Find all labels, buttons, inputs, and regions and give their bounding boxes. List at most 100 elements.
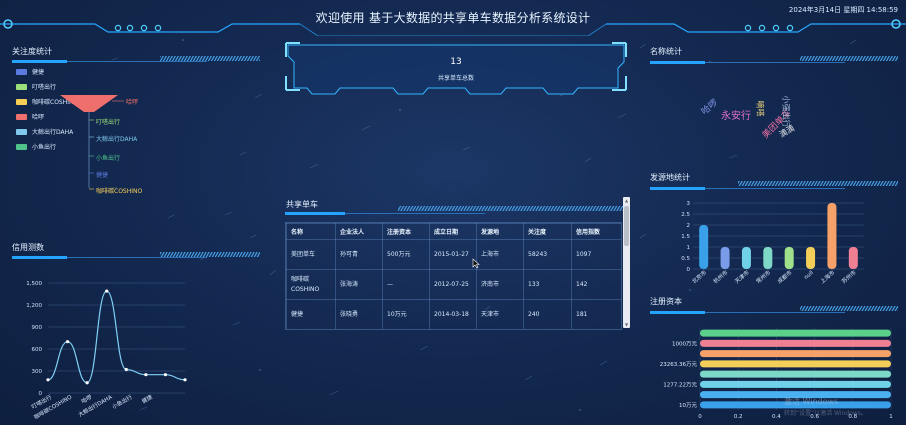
data-point [124,367,128,372]
table-cell: 142 [571,269,621,300]
total-bikes-value: 13 [450,57,462,67]
total-bikes-label: 共享单车总数 [437,75,474,82]
windows-activation-watermark: 激活 Windows [784,397,839,406]
y-tick-label: 0.5 [681,256,690,262]
capital-bar [700,401,891,409]
y-tick-label: 600 [32,347,43,353]
y-tick-label: 2.5 [681,212,690,218]
word-cloud-word[interactable]: 永安行 [721,111,751,122]
credit-series-line [47,290,186,384]
legend-label: 叮嗒出行 [32,84,57,91]
data-point [46,378,50,382]
x-tick-label: 0 [698,414,702,420]
y-tick-label: 1,200 [26,303,42,309]
funnel-label: 咖啡碳COSHINO [96,188,143,195]
origin-bar [741,247,751,269]
table-cell: 咖啡碳COSHINO [286,269,336,300]
origin-bar [806,247,816,269]
legend-item[interactable]: 健捷 [16,64,106,79]
panel-title-origin-stats: 发源地统计 [650,173,690,182]
share-bike-table[interactable]: 名称 企业法人 注册资本 成立日期 发源地 关注度 信用指数 美团单车 孙可青 … [285,222,622,330]
funnel-label: 小鱼出行 [96,155,121,162]
panel-title-share-bike: 共享单车 [286,200,318,209]
y-tick-label: 0 [39,391,43,397]
table-cell: 上海市 [476,239,524,270]
y-tick-label: 1277.22万元 [663,381,697,388]
y-tick-label: 300 [32,369,43,375]
funnel-label: 大鲸出行DAHA [96,136,138,143]
y-tick-label: 1.5 [681,234,690,240]
capital-bar [700,370,891,378]
origin-bar [763,247,773,269]
legend-swatch [16,83,27,90]
legend-item[interactable]: 哈啰 [16,109,106,124]
legend-label: 健捷 [32,69,45,76]
table-cell: 181 [571,299,621,329]
page-title: 欢迎使用 基于大数据的共享单车数据分析系统设计 [315,11,591,25]
data-point [65,340,70,344]
funnel-label: 健捷 [96,172,109,179]
scroll-up-arrow-icon[interactable]: ▲ [624,198,629,203]
table-cell: 500万元 [382,239,430,270]
y-tick-label: 10万元 [679,402,697,409]
table-cell: 天津市 [476,299,524,329]
table-cell: 健捷 [286,299,336,329]
legend-label: 小鱼出行 [32,144,57,151]
funnel-segment[interactable] [60,95,118,112]
legend-swatch [16,143,27,150]
legend-swatch [16,128,27,135]
x-tick-label: 1 [889,414,893,420]
y-tick-label: 1 [687,245,691,251]
legend-item[interactable]: 小鱼出行 [16,139,106,154]
table-row[interactable]: 咖啡碳COSHINO 张海涛 — 2012-07-25 济南市 133 142 [286,269,621,300]
legend-label: 咖啡碳COSHINO [32,99,79,106]
panel-title-attention: 关注度统计 [12,47,52,56]
legend-item[interactable]: 大鲸出行DAHA [16,124,106,139]
data-point [183,378,187,382]
table-cell: 2012-07-25 [429,269,477,300]
windows-activation-hint: 转到“设置”以激活 Windows。 [784,410,867,417]
table-cell: 2014-03-18 [429,299,477,329]
scroll-down-arrow-icon[interactable]: ▼ [624,322,629,327]
origin-bar [827,203,837,269]
y-tick-label: 0 [687,267,691,273]
panel-title-credit: 信用测数 [12,243,44,252]
y-tick-label: 1,500 [26,281,42,287]
header-frame [0,19,906,36]
y-tick-label: 900 [32,325,43,331]
origin-bar [720,247,730,269]
table-row[interactable]: 健捷 张晓勇 10万元 2014-03-18 天津市 240 181 [286,299,621,329]
data-point [144,373,148,377]
y-tick-label: 2 [687,223,691,229]
capital-bar [700,350,891,358]
table-scrollbar[interactable]: ▲ ▼ [623,197,630,328]
funnel-legend: 健捷 叮嗒出行 咖啡碳COSHINO 哈啰 大鲸出行DAHA 小鱼出行 [16,64,106,154]
mouse-cursor-icon [472,258,480,269]
capital-bar [700,360,891,368]
panel-title-name-stats: 名称统计 [650,47,682,56]
table-cell: 133 [523,269,572,300]
data-point [105,289,109,293]
data-point [163,373,168,377]
legend-swatch [16,68,27,75]
capital-bar [700,391,891,399]
x-tick-label: 0.6 [810,414,819,420]
datetime-display: 2024年3月14日 星期四 14:58:59 [788,6,898,14]
scroll-thumb[interactable] [624,206,629,246]
x-tick-label: 0.4 [772,414,781,420]
legend-item[interactable]: 咖啡碳COSHINO [16,94,106,109]
y-tick-label: 3 [687,201,691,207]
origin-bar [784,247,794,269]
legend-label: 哈啰 [32,114,45,121]
capital-bar [700,329,891,337]
funnel-label: 叮嗒出行 [96,119,121,126]
table-cell: 张海涛 [335,269,383,300]
capital-bar [700,339,891,347]
x-tick-label: 0.2 [734,414,743,420]
legend-item[interactable]: 叮嗒出行 [16,79,106,94]
